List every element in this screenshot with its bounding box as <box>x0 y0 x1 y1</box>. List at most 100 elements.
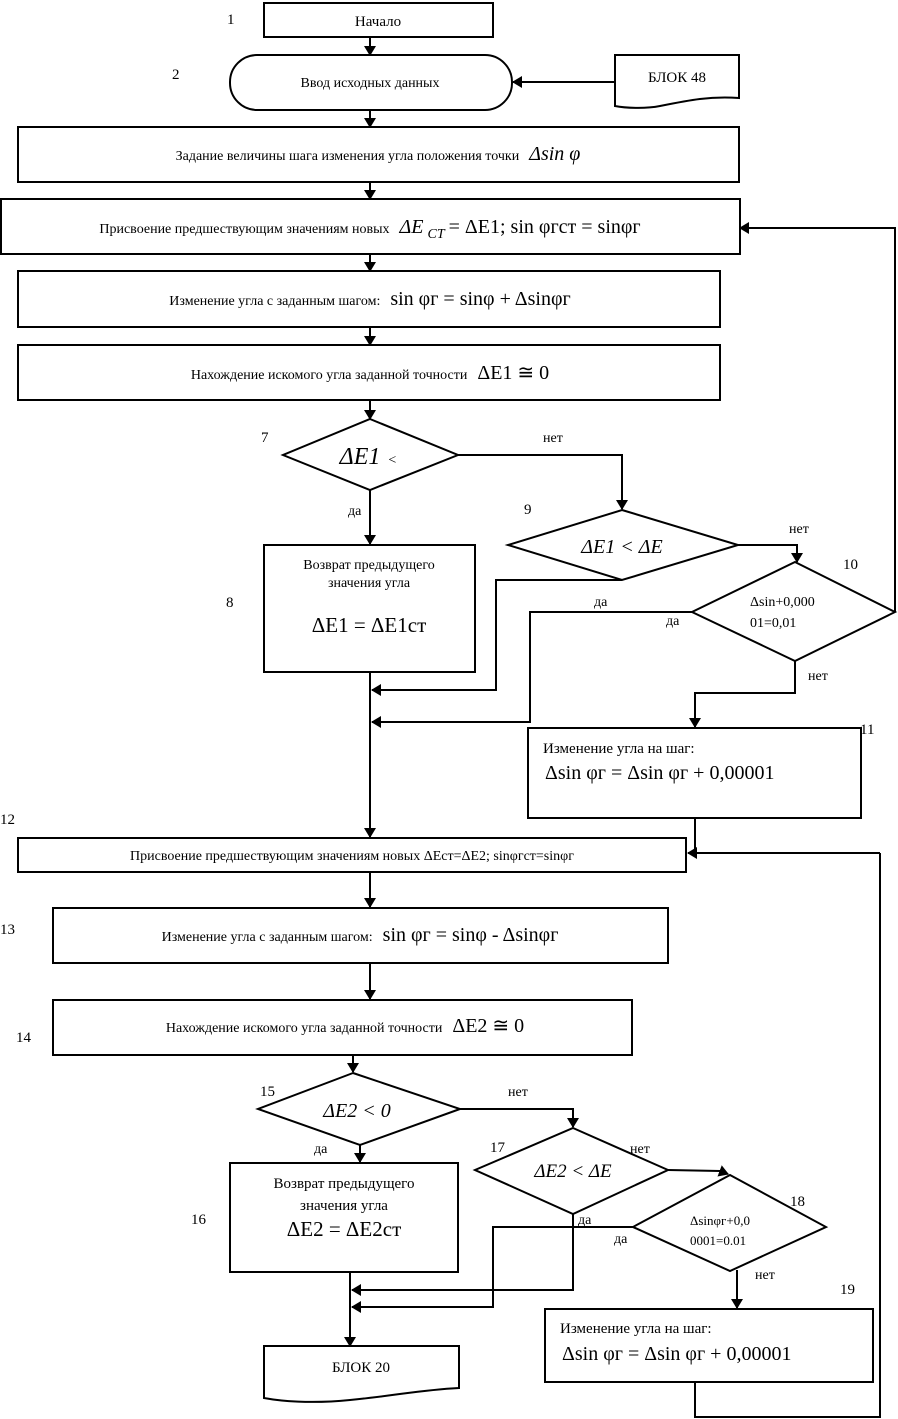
block-15-number: 15 <box>260 1084 275 1100</box>
block-19-number: 19 <box>840 1282 855 1298</box>
arrow-17-18 <box>667 1165 729 1177</box>
block-48-text: БЛОК 48 <box>648 70 706 86</box>
block-2-number: 2 <box>172 67 180 83</box>
block-7-suffix: < <box>388 453 396 468</box>
block-6-formula: ΔE1 ≅ 0 <box>477 362 549 384</box>
block-7-no-label: нет <box>543 431 563 446</box>
block-11-line1: Изменение угла на шаг: <box>543 741 695 757</box>
block-14-formula: ΔE2 ≅ 0 <box>452 1015 524 1037</box>
block-9-no-label: нет <box>789 522 809 537</box>
block-8-formula: ΔE1 = ΔE1ст <box>312 613 427 637</box>
block-18-number: 18 <box>790 1194 805 1210</box>
block-3-text: Задание величины шага изменения угла пол… <box>176 149 520 164</box>
block-11-number: 11 <box>860 722 874 738</box>
block-7-decision: ΔE1 < <box>280 417 461 492</box>
block-16-line1: Возврат предыдущего <box>274 1176 415 1192</box>
block-18-no-label: нет <box>755 1268 775 1283</box>
block-13-formula: sin φг = sinφ - Δsinφг <box>383 924 559 946</box>
block-8-line1: Возврат предыдущего <box>303 558 435 573</box>
svg-text:Нахождение искомого угла задан: Нахождение искомого угла заданной точнос… <box>191 362 549 384</box>
block-12-text: Присвоение предшествующим значениям новы… <box>130 849 574 864</box>
arrow-7-9 <box>458 454 628 510</box>
block-7-number: 7 <box>261 430 269 446</box>
block-14-process: Нахождение искомого угла заданной точнос… <box>52 999 633 1056</box>
block-10-number: 10 <box>843 557 858 573</box>
block-10-yes-label: да <box>666 614 680 629</box>
block-15-yes-label: да <box>314 1142 328 1157</box>
block-8-number: 8 <box>226 595 234 611</box>
block-11-process: Изменение угла на шаг: Δsin φг = Δsin φг… <box>527 727 862 819</box>
block-10-no-label: нет <box>808 669 828 684</box>
block-17-no-label: нет <box>630 1142 650 1157</box>
block-2-text: Ввод исходных данных <box>301 76 440 91</box>
block-5-formula: sin φг = sinφ + Δsinφг <box>390 288 570 310</box>
block-10-line2: 01=0,01 <box>750 616 796 631</box>
block-14-text: Нахождение искомого угла заданной точнос… <box>166 1021 443 1036</box>
block-4-formula: ΔE <box>399 216 424 238</box>
arrow-10-yes-main <box>371 611 692 728</box>
svg-text:Нахождение искомого угла задан: Нахождение искомого угла заданной точнос… <box>166 1015 524 1037</box>
block-10-line1: Δsin+0,000 <box>750 595 815 610</box>
block-8-process: Возврат предыдущего значения угла ΔE1 = … <box>263 544 476 673</box>
block-16-process: Возврат предыдущего значения угла ΔE2 = … <box>229 1162 459 1273</box>
svg-text:Изменение угла с заданным шаго: Изменение угла с заданным шагом: sin φг … <box>162 924 559 946</box>
block-14-number: 14 <box>16 1030 32 1046</box>
block-17-yes-label: да <box>578 1213 592 1228</box>
arrow-18-yes-main <box>351 1226 633 1313</box>
block-3-process: Задание величины шага изменения угла пол… <box>17 126 740 183</box>
block-13-number: 13 <box>0 922 15 938</box>
block-4-formula-sub: CT <box>428 227 446 242</box>
block-17-number: 17 <box>490 1140 506 1156</box>
block-20-text: БЛОК 20 <box>332 1360 390 1376</box>
block-5-process: Изменение угла с заданным шагом: sin φг … <box>17 270 721 328</box>
block-8-line2: значения угла <box>328 576 411 591</box>
block-2-input: Ввод исходных данных <box>229 54 513 111</box>
block-17-formula: ΔE2 < ΔE <box>533 1161 612 1182</box>
block-4-process: Присвоение предшествующим значениям новы… <box>0 198 741 255</box>
svg-text:Присвоение предшествующим знач: Присвоение предшествующим значениям новы… <box>99 216 640 242</box>
block-5-text: Изменение угла с заданным шагом: <box>169 294 380 309</box>
block-15-no-label: нет <box>508 1085 528 1100</box>
connectors <box>344 37 896 1418</box>
block-17-decision: ΔE2 < ΔE <box>472 1126 671 1216</box>
block-15-formula: ΔE2 < 0 <box>322 1100 390 1122</box>
block-1-start: Начало <box>263 2 494 38</box>
arrow-10-4-loop <box>739 222 896 612</box>
block-16-line2: значения угла <box>300 1198 388 1214</box>
block-9-yes-label: да <box>594 595 608 610</box>
line-19-loop <box>694 853 881 1418</box>
svg-text:ΔE1 <: ΔE1 < <box>339 444 397 470</box>
block-3-formula: Δsin φ <box>528 143 580 165</box>
block-9-number: 9 <box>524 502 532 518</box>
block-18-line2: 0001=0.01 <box>690 1233 746 1248</box>
block-48-document: БЛОК 48 <box>614 54 740 109</box>
block-16-number: 16 <box>191 1212 207 1228</box>
arrow-9-yes-main <box>371 579 622 696</box>
block-6-text: Нахождение искомого угла заданной точнос… <box>191 368 468 383</box>
block-6-process: Нахождение искомого угла заданной точнос… <box>17 344 721 401</box>
block-19-formula: Δsin φг = Δsin φг + 0,00001 <box>562 1343 791 1365</box>
block-12-number: 12 <box>0 812 15 828</box>
block-20-document: БЛОК 20 <box>263 1345 460 1403</box>
block-18-line1: Δsinφг+0,0 <box>690 1213 750 1228</box>
svg-text:Изменение угла с заданным шаго: Изменение угла с заданным шагом: sin φг … <box>169 288 570 310</box>
block-16-formula: ΔE2 = ΔE2ст <box>287 1217 402 1241</box>
block-9-decision: ΔE1 < ΔE <box>504 508 742 582</box>
block-7-yes-label: да <box>348 504 362 519</box>
block-13-text: Изменение угла с заданным шагом: <box>162 930 373 945</box>
block-18-decision: Δsinφг+0,0 0001=0.01 <box>630 1173 829 1273</box>
arrow-15-17 <box>460 1108 579 1128</box>
block-18-yes-label: да <box>614 1232 628 1247</box>
block-10-decision: Δsin+0,000 01=0,01 <box>689 560 898 663</box>
block-11-formula: Δsin φг = Δsin φг + 0,00001 <box>545 762 774 784</box>
arrow-17-yes-main <box>351 1214 574 1296</box>
block-7-formula: ΔE1 <box>339 444 381 470</box>
line-11-12 <box>688 818 696 854</box>
block-4-text: Присвоение предшествующим значениям новы… <box>99 222 389 237</box>
block-1-text: Начало <box>355 14 401 30</box>
block-15-decision: ΔE2 < 0 <box>255 1071 464 1147</box>
block-1-number: 1 <box>227 12 235 28</box>
block-19-line1: Изменение угла на шаг: <box>560 1321 712 1337</box>
arrow-10-11 <box>689 661 796 728</box>
block-13-process: Изменение угла с заданным шагом: sin φг … <box>52 907 669 964</box>
